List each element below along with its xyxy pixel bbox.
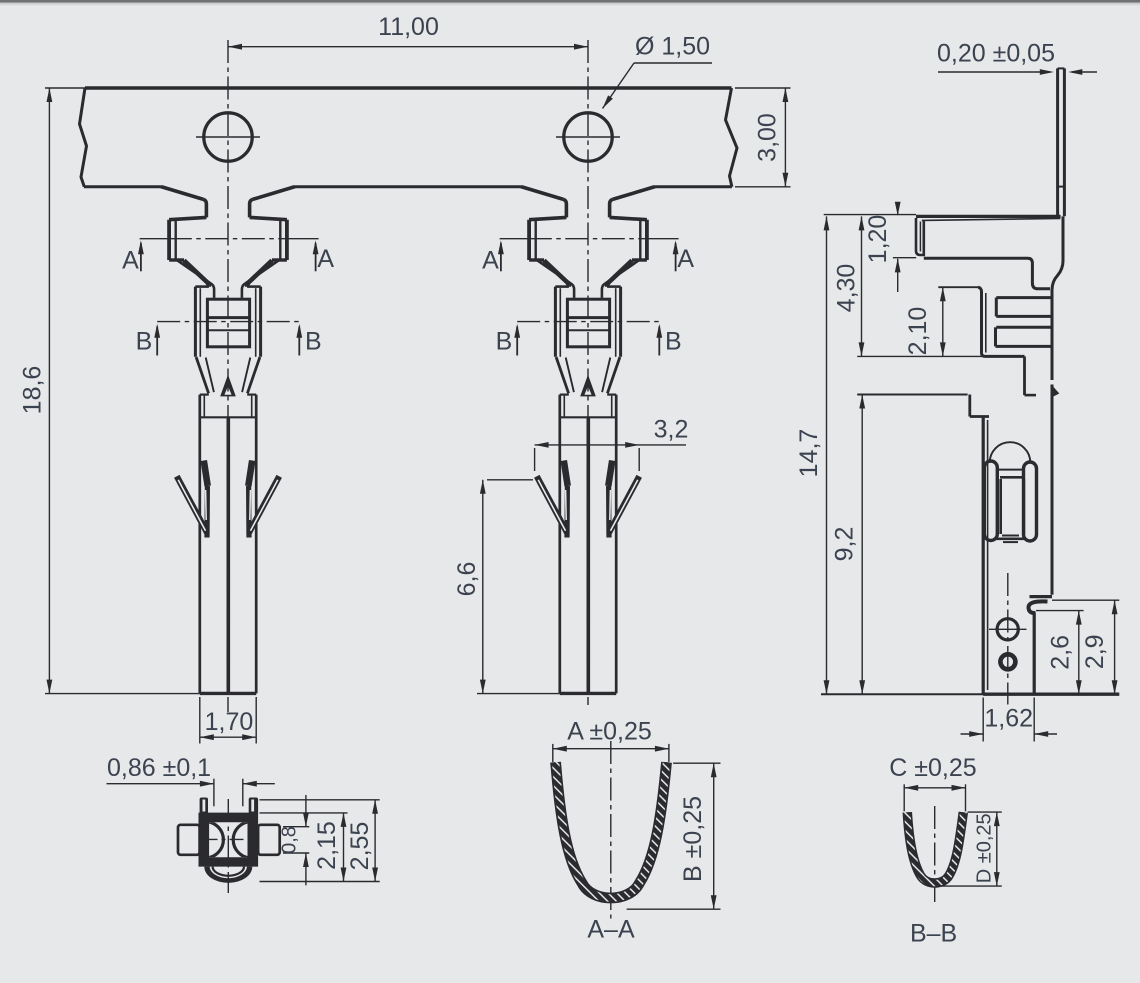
svg-text:4,30: 4,30 — [832, 264, 860, 313]
svg-text:B ±0,25: B ±0,25 — [679, 796, 707, 882]
svg-text:18,6: 18,6 — [18, 366, 46, 415]
svg-text:C ±0,25: C ±0,25 — [889, 754, 976, 782]
svg-text:B: B — [665, 328, 682, 356]
svg-text:1,62: 1,62 — [984, 705, 1033, 733]
svg-text:2,9: 2,9 — [1081, 634, 1109, 669]
svg-text:2,6: 2,6 — [1046, 635, 1074, 670]
svg-text:A: A — [317, 245, 334, 273]
svg-text:B: B — [496, 327, 513, 355]
svg-text:1,20: 1,20 — [864, 215, 892, 264]
svg-text:0,20 ±0,05: 0,20 ±0,05 — [937, 40, 1055, 68]
svg-text:3,2: 3,2 — [654, 416, 689, 444]
svg-text:A ±0,25: A ±0,25 — [567, 718, 652, 746]
svg-text:0,86 ±0,1: 0,86 ±0,1 — [107, 754, 211, 782]
svg-text:B–B: B–B — [910, 920, 957, 948]
svg-text:A: A — [122, 246, 139, 274]
svg-text:Ø 1,50: Ø 1,50 — [635, 33, 710, 61]
svg-text:9,2: 9,2 — [830, 527, 858, 562]
svg-text:14,7: 14,7 — [795, 429, 823, 478]
svg-text:0,8: 0,8 — [279, 826, 301, 854]
svg-text:B: B — [136, 327, 153, 355]
svg-text:A: A — [677, 245, 694, 273]
svg-text:B: B — [305, 328, 322, 356]
svg-text:1,70: 1,70 — [205, 708, 254, 736]
svg-text:11,00: 11,00 — [378, 13, 439, 41]
svg-text:3,00: 3,00 — [753, 113, 781, 162]
svg-text:2,55: 2,55 — [346, 822, 374, 871]
svg-text:2,15: 2,15 — [313, 821, 341, 870]
svg-text:2,10: 2,10 — [904, 307, 932, 356]
svg-text:D ±0,25: D ±0,25 — [973, 813, 995, 883]
svg-text:6,6: 6,6 — [453, 562, 481, 597]
svg-text:A: A — [482, 246, 499, 274]
svg-text:A–A: A–A — [587, 916, 635, 944]
